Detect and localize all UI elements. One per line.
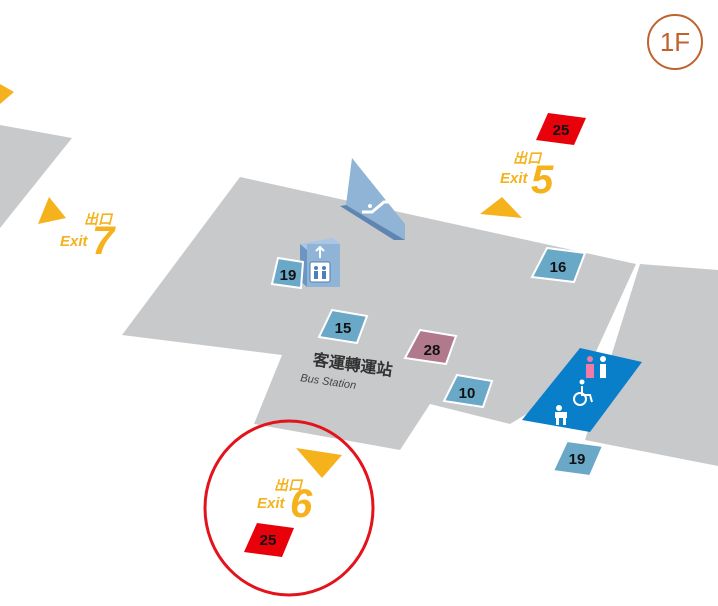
escalator[interactable] <box>340 158 405 240</box>
svg-text:10: 10 <box>459 385 476 402</box>
svg-text:15: 15 <box>335 320 352 337</box>
exit-7-label[interactable]: 出口 Exit 7 <box>60 211 116 263</box>
svg-text:7: 7 <box>92 219 116 263</box>
escalator-icon <box>362 200 390 214</box>
svg-text:25: 25 <box>260 532 277 549</box>
svg-text:1F: 1F <box>660 27 690 57</box>
svg-text:Exit: Exit <box>60 233 89 250</box>
shop-28[interactable]: 28 <box>403 328 458 366</box>
svg-text:19: 19 <box>280 267 297 284</box>
floor-areas <box>0 125 718 466</box>
shop-25-bottom[interactable]: 25 <box>244 523 294 557</box>
svg-text:5: 5 <box>531 158 554 202</box>
restroom-icon <box>586 356 606 378</box>
svg-text:6: 6 <box>290 482 313 526</box>
exit-5-label[interactable]: 出口 Exit 5 <box>500 150 554 202</box>
exit-6-label[interactable]: 出口 Exit 6 <box>257 477 313 526</box>
svg-text:Exit: Exit <box>257 495 286 512</box>
shop-10[interactable]: 10 <box>442 373 494 409</box>
elevator-icon <box>309 245 331 283</box>
svg-text:16: 16 <box>550 259 567 276</box>
exit-6-arrow <box>296 448 342 478</box>
exit-5-arrow <box>480 197 522 218</box>
baby-care-icon <box>555 405 567 425</box>
svg-text:25: 25 <box>553 122 570 139</box>
svg-text:出口: 出口 <box>513 150 543 167</box>
restroom-block[interactable] <box>522 348 642 432</box>
shop-19-right[interactable]: 19 <box>551 439 605 478</box>
shop-25-top[interactable]: 25 <box>536 113 586 145</box>
svg-text:28: 28 <box>424 342 441 359</box>
shop-19-left[interactable]: 19 <box>270 256 305 290</box>
highlight-circle <box>203 419 375 597</box>
shop-16[interactable]: 16 <box>530 246 587 284</box>
exit-arrow-top-left <box>0 84 14 104</box>
elevator[interactable] <box>300 238 340 287</box>
exit-7-arrow <box>38 197 66 224</box>
floor-area-main <box>122 177 636 450</box>
floor-area-left <box>0 125 72 228</box>
svg-text:出口: 出口 <box>274 477 304 494</box>
svg-text:出口: 出口 <box>84 211 114 228</box>
wheelchair-icon <box>573 379 593 406</box>
svg-text:19: 19 <box>569 451 586 468</box>
shop-15[interactable]: 15 <box>317 308 369 345</box>
floor-area-right <box>585 264 718 466</box>
svg-text:Exit: Exit <box>500 170 529 187</box>
floor-badge: 1F <box>647 14 703 70</box>
